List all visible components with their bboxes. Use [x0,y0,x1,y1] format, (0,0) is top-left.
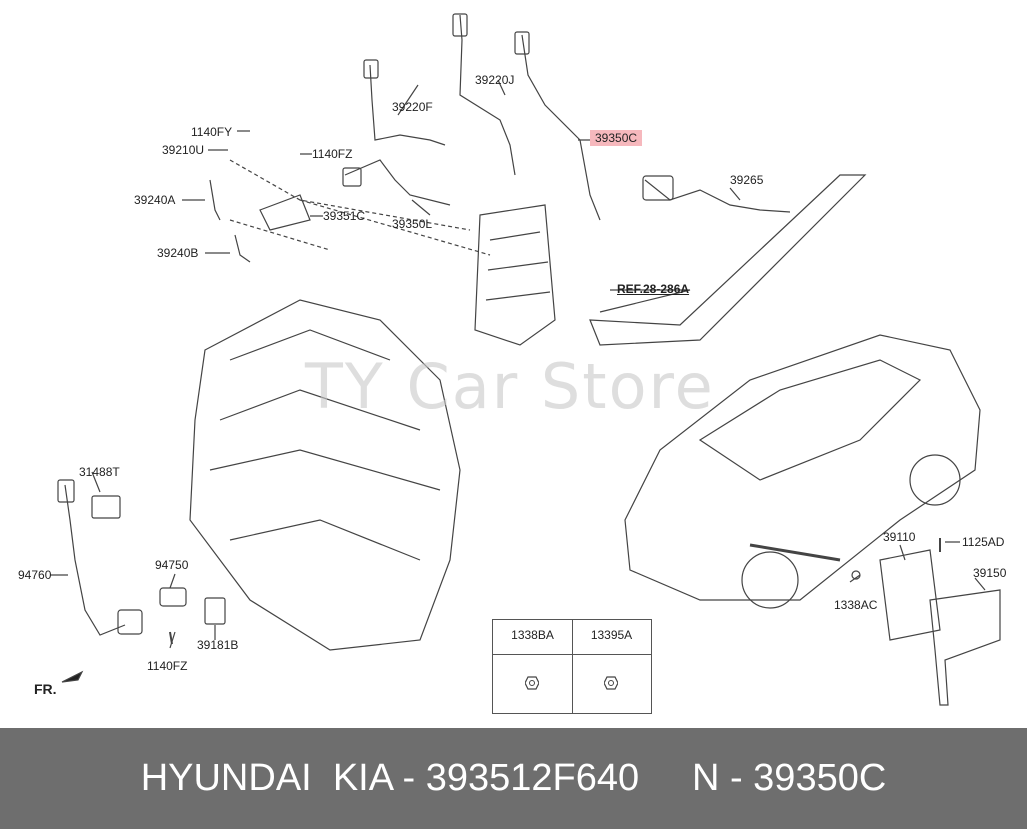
parts-diagram [50,13,1001,706]
ecu-39110 [879,549,941,641]
sensor-39350L [344,159,451,206]
sensor-94760 [64,484,126,636]
bracket-39351C [259,194,311,231]
watermark: TY Car Store [305,350,715,423]
callout-39210U: 39210U [162,143,205,157]
callout-39220F: 39220F [392,100,433,114]
nut-icon [604,676,618,690]
callout-1140FZ-top: 1140FZ [312,147,353,161]
table-header: 13395A [590,628,633,642]
bracket-39181B [204,597,226,625]
table-cell: 1338BA [493,620,573,713]
footer-banner: HYUNDAI KIA - 393512F640 N - 39350C [0,728,1027,829]
clip-31488T [91,495,121,519]
sensor-39350C [521,34,601,221]
callout-39350C-highlighted: 39350C [590,130,643,146]
engine-block [189,299,461,651]
sensor-39220F [369,64,446,146]
hose-39240A [209,179,221,221]
callout-39265: 39265 [730,173,764,187]
table-header: 1338BA [511,628,554,642]
fastener-table: 1338BA 13395A [492,619,652,714]
callout-39110: 39110 [883,530,916,544]
callout-1140FY: 1140FY [191,125,233,139]
front-direction-label: FR. [34,681,57,697]
callout-39240B: 39240B [157,246,199,260]
callout-31488T: 31488T [79,465,120,479]
callout-39351C: 39351C [323,209,366,223]
callout-39350L: 39350L [392,217,433,231]
table-cell: 13395A [572,620,651,713]
fr-arrow [61,670,84,683]
callout-94750: 94750 [155,558,189,572]
callout-ref-28-286A: REF.28-286A [617,282,690,296]
table-divider [493,654,651,655]
vehicle [624,334,981,601]
callout-94760: 94760 [18,568,52,582]
hose-39240B [234,234,251,263]
sensor-39220J [459,14,516,176]
part-number-text: HYUNDAI KIA - 393512F640 N - 39350C [140,757,887,799]
callout-1125AD: 1125AD [962,535,1005,549]
catalytic-converter [474,204,556,346]
callout-39150: 39150 [973,566,1007,580]
bracket-39150 [929,589,1001,706]
callout-1140FZ-bottom: 1140FZ [147,659,188,673]
callout-39220J: 39220J [475,73,515,87]
callout-39240A: 39240A [134,193,176,207]
sensor-94750 [159,587,187,607]
exhaust-pipe [589,174,867,346]
callout-1338AC: 1338AC [834,598,878,612]
sensor-39265 [644,179,791,213]
callout-39181B: 39181B [197,638,239,652]
nut-icon [525,676,539,690]
